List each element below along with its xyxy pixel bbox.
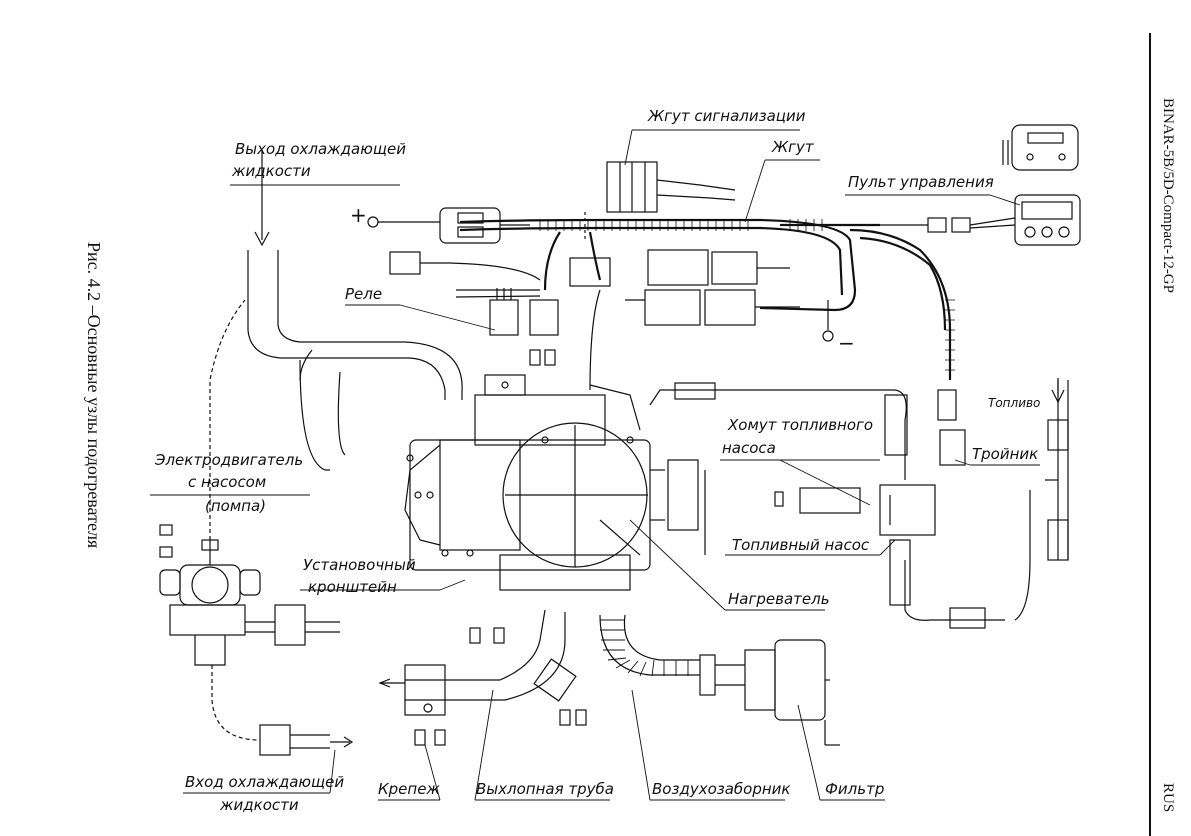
label-control-panel: Пульт управления	[848, 173, 994, 191]
label-electric-motor-1: Электродвигатель	[155, 451, 304, 469]
label-filter: Фильтр	[825, 780, 885, 798]
label-mounting-bracket-2: кронштейн	[308, 578, 397, 596]
main-harness	[459, 218, 952, 380]
harness-corrugation	[539, 219, 955, 371]
plus-sign: +	[350, 203, 367, 227]
coolant-inlet-fitting	[209, 299, 354, 756]
margin-rule	[1149, 33, 1151, 836]
signal-harness-connector	[584, 161, 736, 240]
fasteners	[159, 491, 784, 746]
leader-lines	[150, 129, 1040, 801]
label-relay: Реле	[345, 285, 383, 303]
fuel-line	[649, 378, 1069, 629]
air-intake-hose	[599, 614, 745, 696]
heater-unit	[404, 384, 665, 591]
air-filter	[744, 639, 840, 746]
relay-assembly	[484, 288, 559, 396]
label-fuel-pump-clamp-1: Хомут топливного	[728, 416, 874, 434]
label-coolant-inlet-2: жидкости	[220, 796, 299, 814]
coolant-outlet-hose	[247, 150, 463, 471]
harness-end-connectors	[937, 389, 966, 466]
label-heater: Нагреватель	[728, 590, 830, 608]
left-connector	[389, 251, 541, 298]
label-electric-motor-2: с насосом	[188, 473, 267, 491]
label-harness: Жгут	[772, 138, 814, 156]
label-fuel-pump: Топливный насос	[732, 536, 870, 554]
exhaust-pipe	[378, 609, 577, 716]
label-fasteners: Крепеж	[378, 780, 440, 798]
label-signal-harness: Жгут сигнализации	[648, 107, 806, 125]
label-coolant-outlet-1: Выход охлаждающей	[235, 140, 406, 158]
label-coolant-inlet-1: Вход охлаждающей	[185, 773, 345, 791]
label-mounting-bracket-1: Установочный	[303, 556, 416, 574]
middle-connectors	[569, 249, 800, 391]
water-pump	[159, 539, 340, 666]
label-fuel-pump-clamp-2: насоса	[722, 439, 776, 457]
negative-lead	[822, 300, 834, 342]
label-coolant-outlet-2: жидкости	[232, 162, 311, 180]
label-fuel: Топливо	[988, 396, 1041, 410]
minus-sign: −	[838, 331, 855, 355]
label-electric-motor-3: (помпа)	[205, 497, 267, 515]
label-exhaust-pipe: Выхлопная труба	[476, 780, 614, 798]
control-panel	[880, 124, 1081, 246]
label-air-intake: Воздухозаборник	[652, 780, 791, 798]
label-tee: Тройник	[972, 445, 1039, 463]
positive-lead	[367, 207, 530, 244]
